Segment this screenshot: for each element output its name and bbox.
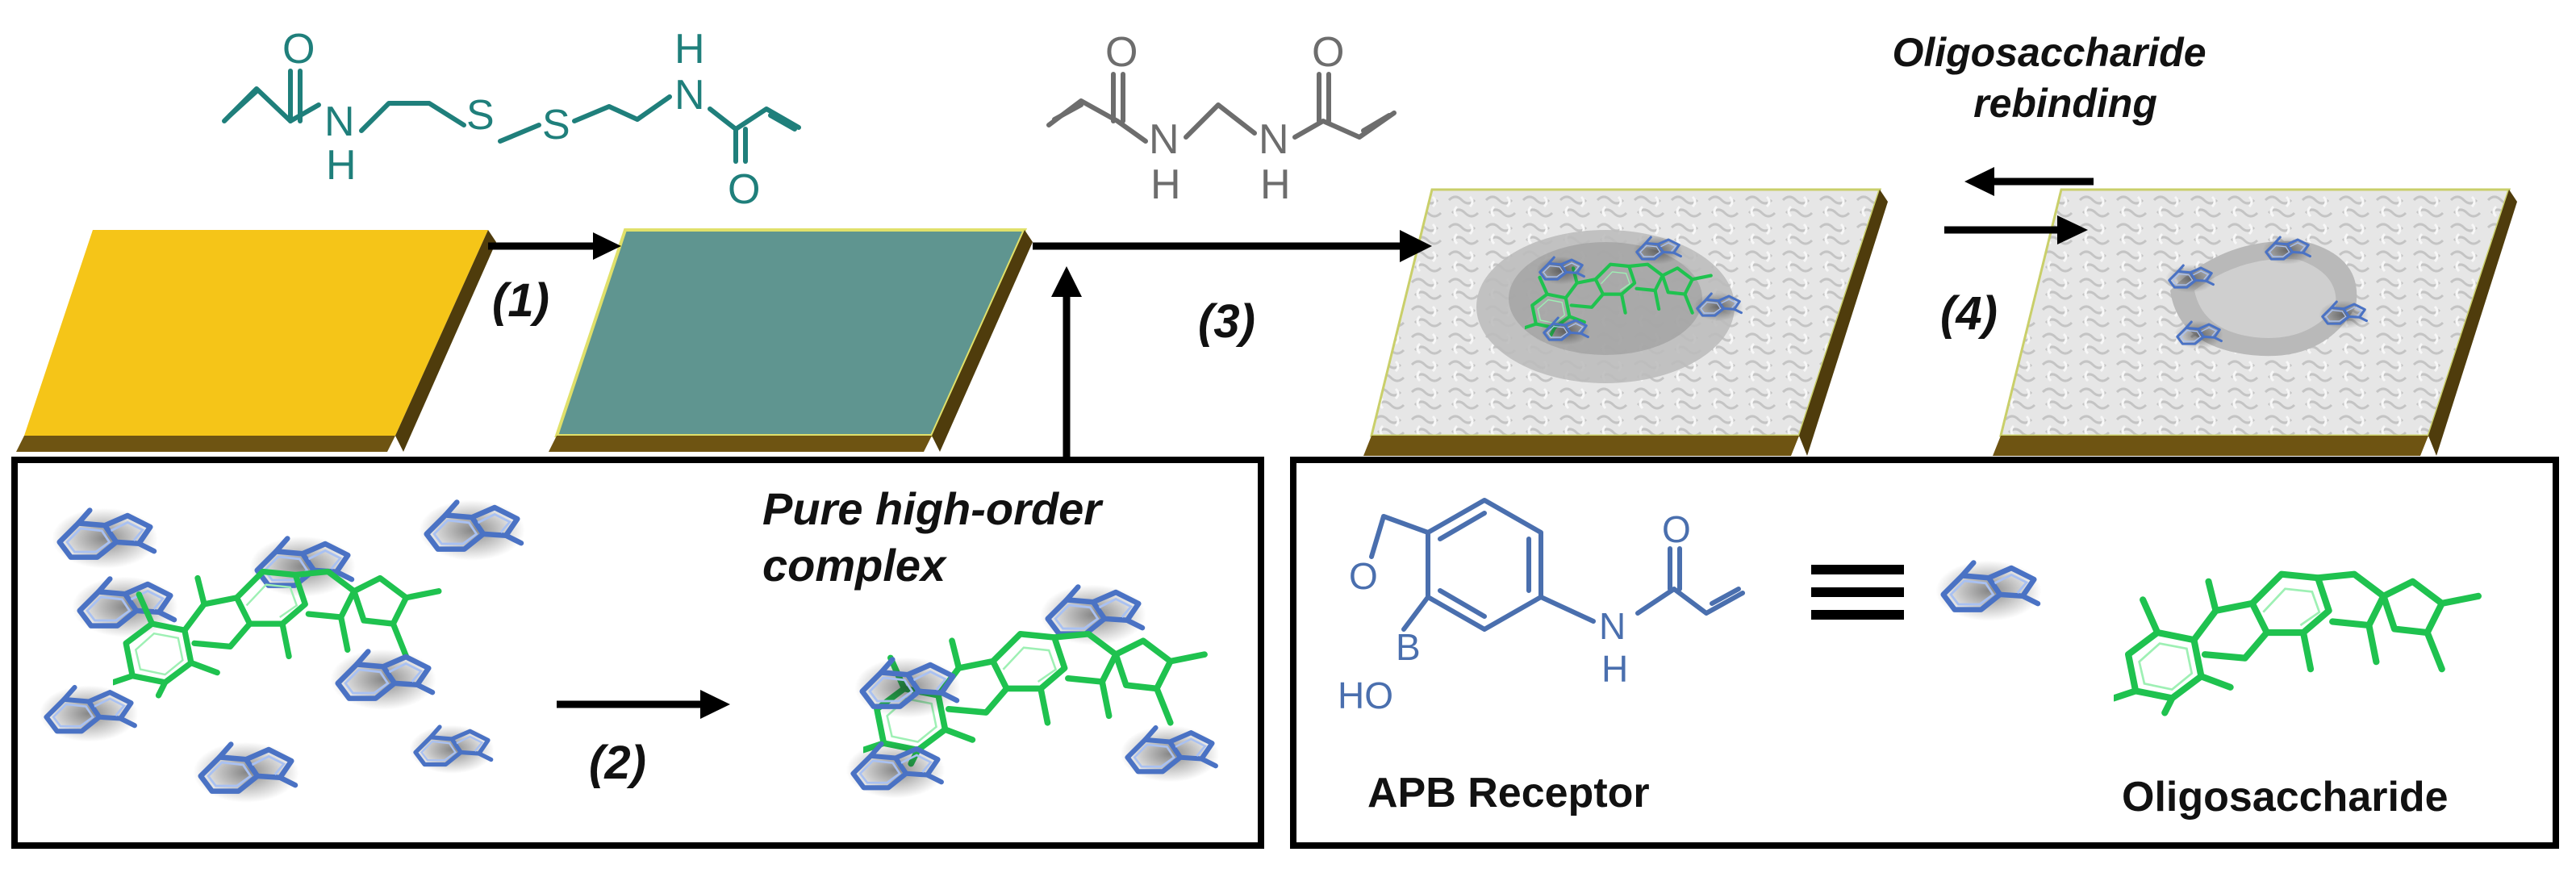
svg-text:O: O	[282, 26, 315, 73]
svg-text:O: O	[728, 166, 760, 213]
arrow-step-2-up	[1051, 266, 1082, 460]
arrow-rebinding-back	[1964, 167, 2094, 196]
oligosaccharide-molecule-icon	[2114, 574, 2478, 713]
svg-text:S: S	[542, 102, 570, 148]
svg-text:H: H	[326, 142, 357, 189]
step-1-label: (1)	[492, 274, 549, 327]
svg-text:N: N	[1259, 116, 1289, 163]
apb-receptor-atoms: O B HO N H O	[1338, 508, 1691, 716]
complex-formation-panel	[11, 457, 1264, 849]
arrow-removal-forward	[1944, 215, 2088, 244]
free-receptors-and-oligosaccharide	[40, 500, 525, 803]
svg-text:HO: HO	[1338, 674, 1393, 716]
apb-receptor-label: APB Receptor	[1367, 770, 1650, 816]
svg-text:H: H	[1601, 648, 1628, 690]
complex-label-line1: Pure high-order	[762, 483, 1104, 534]
svg-text:N: N	[324, 98, 355, 145]
svg-text:H: H	[1150, 161, 1181, 208]
step-3-label: (3)	[1198, 295, 1255, 348]
disulfide-crosslinker-atoms: O N H S S H N O	[282, 26, 760, 213]
oligosaccharide-label: Oligosaccharide	[2122, 774, 2449, 821]
svg-text:N: N	[1149, 116, 1179, 163]
step-2-label: (2)	[589, 737, 646, 789]
svg-text:O: O	[1349, 555, 1378, 597]
step-4-label: (4)	[1940, 287, 1998, 340]
complex-label-line2: complex	[762, 540, 948, 591]
apb-receptor-structure	[1369, 498, 1745, 632]
svg-text:N: N	[1599, 605, 1626, 647]
disulfide-crosslinker-structure	[222, 69, 801, 164]
methylene-bisacrylamide-atoms: O O N H N H	[1105, 29, 1344, 208]
imprinted-slide-icon	[1363, 188, 1888, 456]
rebinding-label-line1: Oligosaccharide	[1892, 30, 2206, 75]
svg-text:S: S	[466, 92, 495, 139]
receptor-molecule-icon	[1935, 561, 2041, 621]
arrow-step-3	[1033, 230, 1432, 262]
functionalized-slide-icon	[549, 228, 1033, 452]
arrow-step-2	[557, 690, 730, 719]
rebinding-label-line2: rebinding	[1973, 81, 2157, 126]
arrow-step-1	[488, 232, 621, 260]
svg-text:O: O	[1662, 508, 1691, 550]
legend-panel	[1290, 457, 2559, 849]
svg-text:B: B	[1396, 626, 1421, 668]
high-order-complex	[846, 585, 1220, 799]
svg-text:H: H	[1260, 161, 1291, 208]
equivalence-sign	[1811, 565, 1904, 620]
svg-text:N: N	[674, 72, 705, 119]
svg-text:O: O	[1105, 29, 1138, 76]
svg-text:O: O	[1312, 29, 1344, 76]
cavity-slide-icon	[1993, 188, 2517, 456]
gold-slide-icon	[16, 230, 496, 452]
svg-text:H: H	[674, 26, 705, 73]
methylene-bisacrylamide-structure	[1046, 72, 1397, 144]
